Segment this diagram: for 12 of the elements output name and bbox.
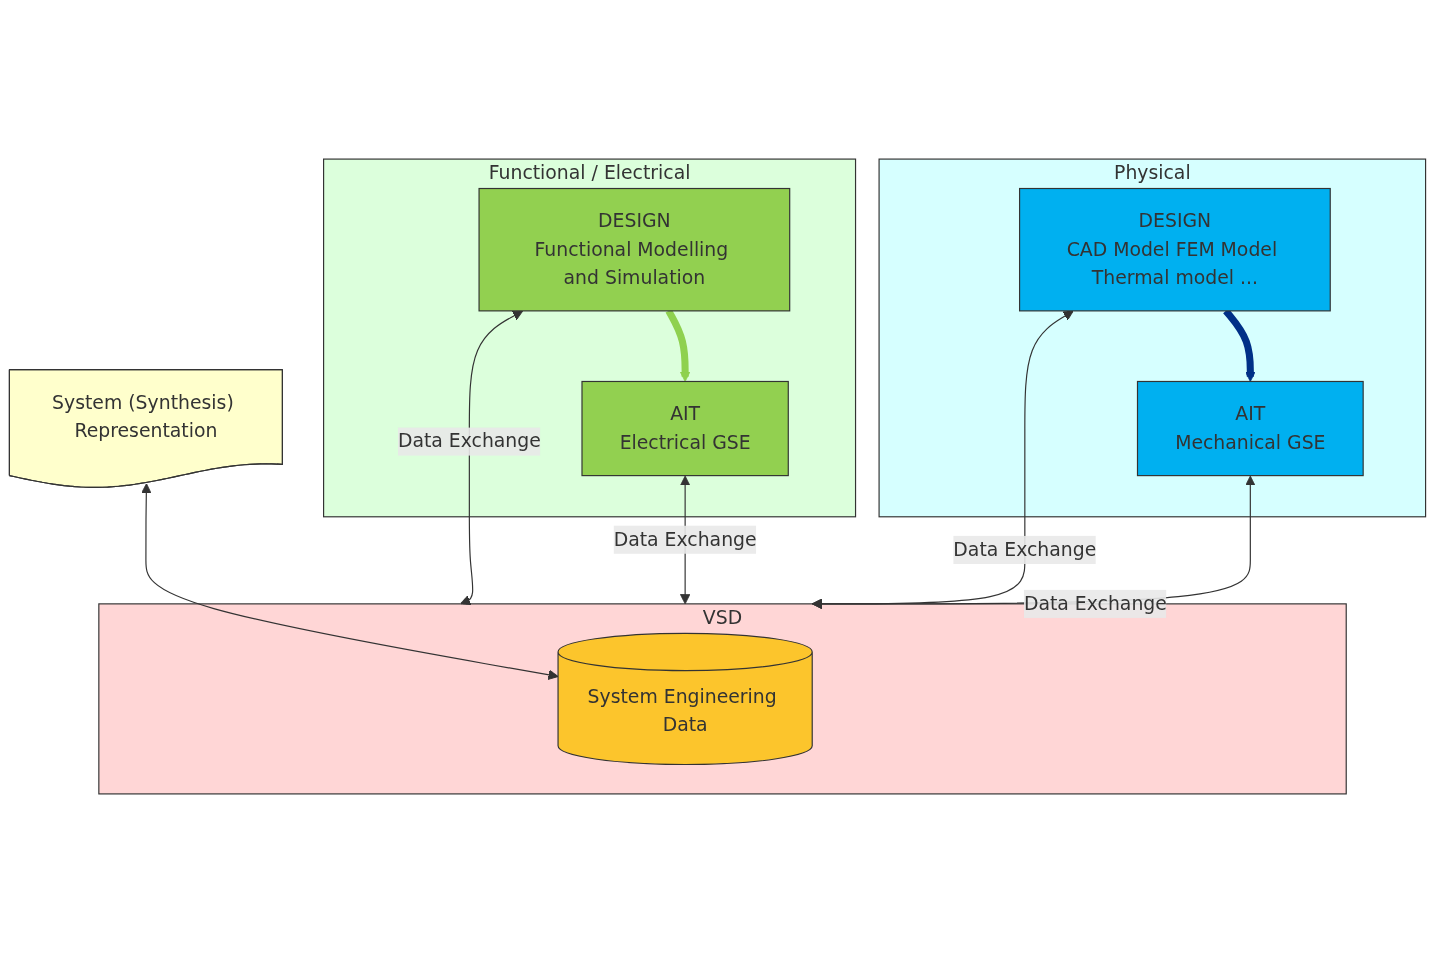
arrow (665, 309, 691, 382)
arrow (811, 475, 1256, 610)
edge-label: Data Exchange (1023, 592, 1167, 615)
node-box: DESIGN Functional Modelling and Simulation (478, 187, 791, 312)
node-box: DESIGN CAD Model FEM Model Thermal model ... (1019, 187, 1331, 312)
arrow (460, 310, 523, 606)
edge-label: Data Exchange (613, 527, 757, 551)
arrow (141, 483, 559, 680)
node-box: AIT Mechanical GSE (1136, 380, 1364, 477)
edge-label: Data Exchange (953, 538, 1097, 561)
edge-label: Data Exchange (397, 429, 541, 453)
node-box: AIT Electrical GSE (581, 380, 789, 477)
